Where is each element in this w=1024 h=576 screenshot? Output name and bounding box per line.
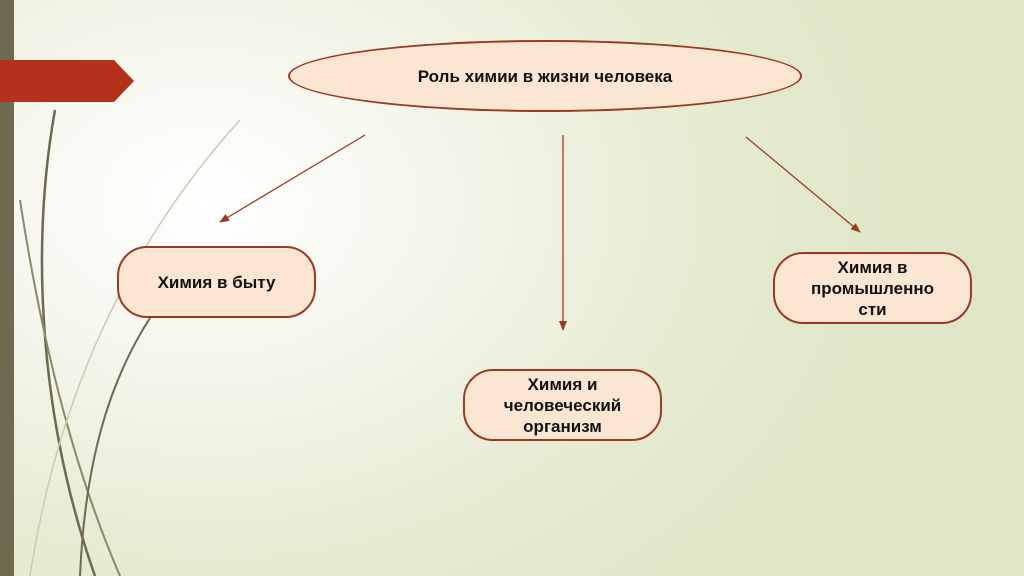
root-node-label: Роль химии в жизни человека — [417, 66, 673, 86]
accent-tab — [0, 60, 134, 102]
node-chemistry-at-home: Химия в быту — [117, 246, 316, 318]
node-chemistry-at-home-label: Химия в быту — [157, 272, 276, 292]
node-chemistry-and-human-body: Химия и человеческий организм — [463, 369, 662, 441]
node-chemistry-in-industry-label: Химия в промышленно сти — [810, 257, 935, 319]
root-node: Роль химии в жизни человека — [288, 40, 802, 112]
node-chemistry-and-human-body-label: Химия и человеческий организм — [503, 374, 622, 436]
node-chemistry-in-industry: Химия в промышленно сти — [773, 252, 972, 324]
arrow-to-home — [219, 134, 366, 223]
arrow-to-industry — [745, 136, 861, 233]
slide-left-bar — [0, 0, 14, 576]
